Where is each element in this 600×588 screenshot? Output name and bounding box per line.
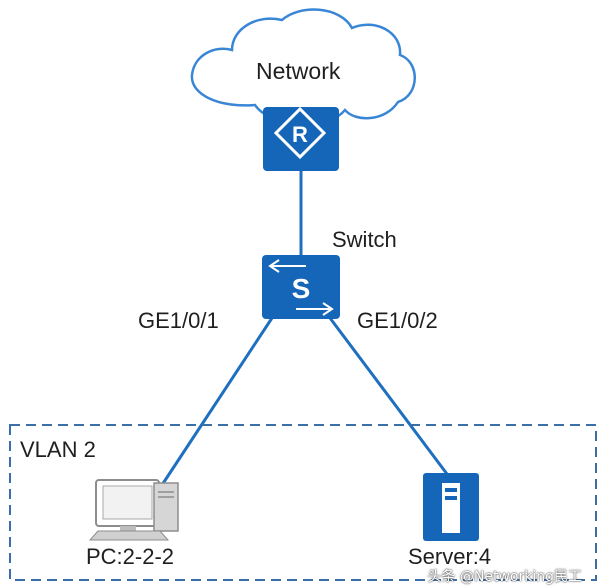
link-switch-pc [158, 317, 274, 489]
svg-text:R: R [292, 122, 308, 147]
server-label: Server:4 [408, 544, 492, 569]
svg-text:S: S [292, 273, 311, 304]
network-label: Network [256, 58, 341, 84]
vlan-boundary [9, 424, 597, 581]
router-icon[interactable]: R [263, 106, 339, 171]
port-ge1-0-1-label: GE1/0/1 [138, 308, 219, 333]
vlan-label: VLAN 2 [20, 437, 96, 462]
switch-icon[interactable]: S [262, 255, 340, 319]
pc-label: PC:2-2-2 [86, 544, 175, 569]
pc-icon[interactable] [88, 479, 179, 541]
watermark-text: 头条 @Networking民工 [427, 569, 582, 585]
server-icon[interactable] [423, 473, 479, 541]
link-switch-server [328, 317, 452, 479]
switch-label: Switch [332, 227, 397, 252]
port-ge1-0-2-label: GE1/0/2 [357, 308, 438, 333]
